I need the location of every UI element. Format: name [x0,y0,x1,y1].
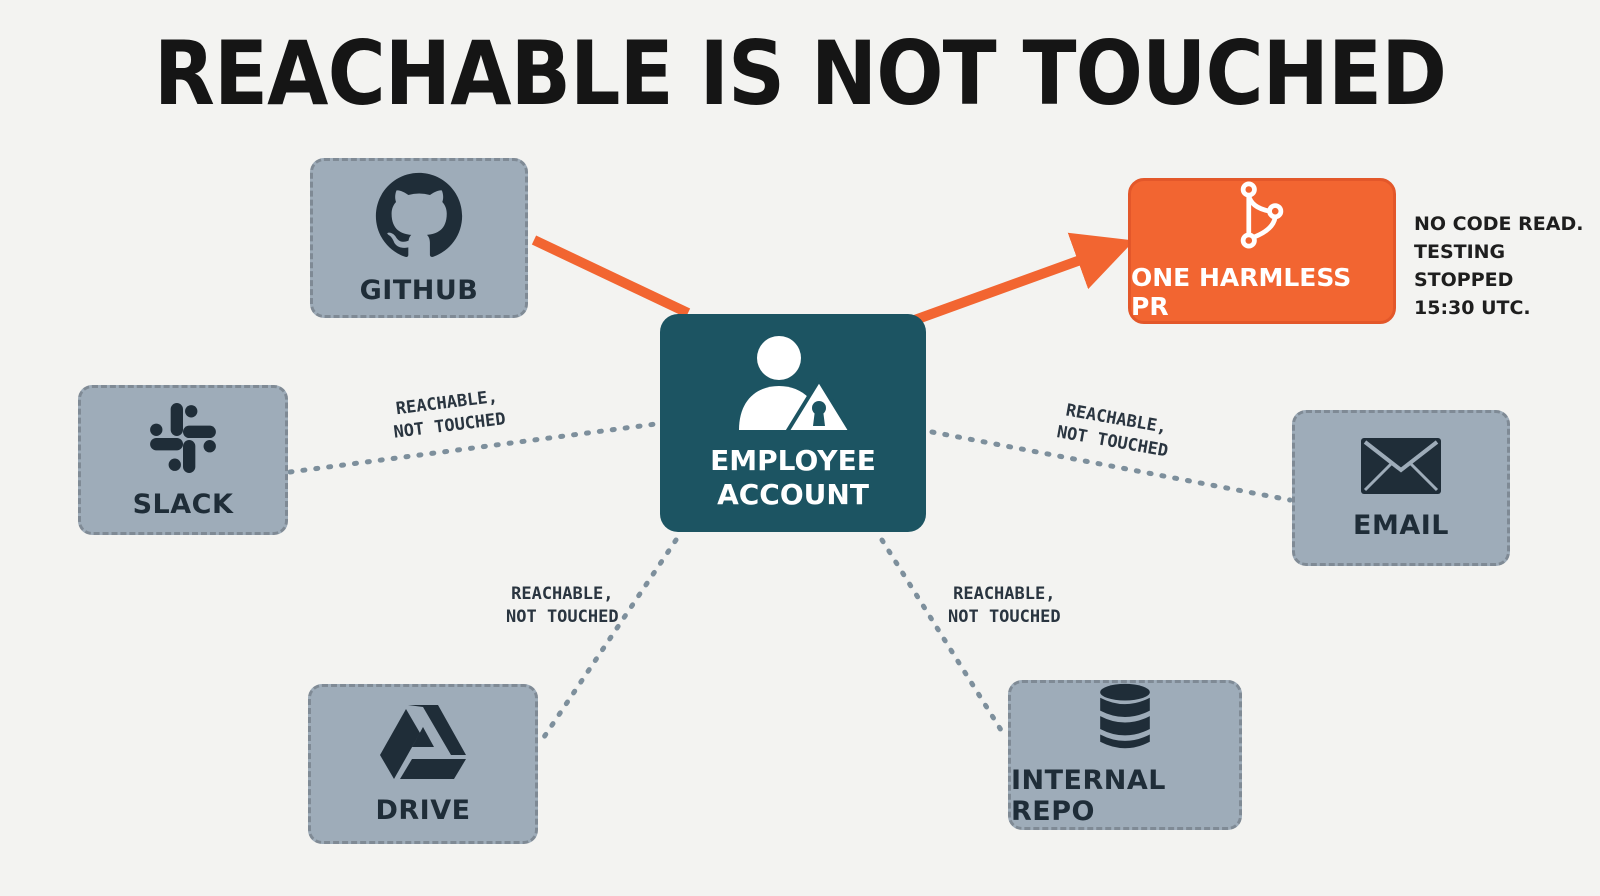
edge-center-pr-arrow [910,232,1135,326]
node-internal-repo: INTERNAL REPO [1008,680,1242,830]
edge-repo-dotted [879,537,1009,741]
edge-email-dotted [929,429,1293,503]
harmless-pr-label: ONE HARMLESS PR [1131,263,1352,321]
node-email: EMAIL [1292,410,1510,566]
node-drive-label: DRIVE [375,794,471,826]
page-title: REACHABLE IS NOT TOUCHED [153,22,1447,125]
testing-note: NO CODE READ. TESTING STOPPED 15:30 UTC. [1414,210,1594,322]
note-line: TESTING STOPPED [1414,241,1514,291]
git-branch-icon [1240,181,1284,249]
note-line: NO CODE READ. [1414,213,1584,235]
user-warning-lock-icon [739,336,853,434]
note-line: 15:30 UTC. [1414,297,1531,319]
employee-account-label: EMPLOYEE ACCOUNT [710,444,876,511]
drive-icon [380,704,466,779]
harmless-pr-node: ONE HARMLESS PR [1128,178,1396,324]
node-internal-repo-label: INTERNAL REPO [1011,765,1166,827]
slack-icon [150,402,216,473]
edge-github-center [531,235,691,318]
node-github: GITHUB [310,158,528,318]
envelope-icon [1361,437,1441,494]
node-email-label: EMAIL [1353,509,1449,541]
github-icon [375,172,463,257]
employee-account-node: EMPLOYEE ACCOUNT [660,314,926,532]
node-slack-label: SLACK [132,488,234,520]
node-slack: SLACK [78,385,288,535]
database-icon [1100,683,1150,749]
node-drive: DRIVE [308,684,538,844]
node-github-label: GITHUB [359,274,479,306]
edge-label-internal-repo: REACHABLE, NOT TOUCHED [948,584,1061,627]
edge-slack-dotted [287,421,659,475]
edge-label-drive: REACHABLE, NOT TOUCHED [506,584,619,627]
edge-drive-dotted [539,537,679,743]
